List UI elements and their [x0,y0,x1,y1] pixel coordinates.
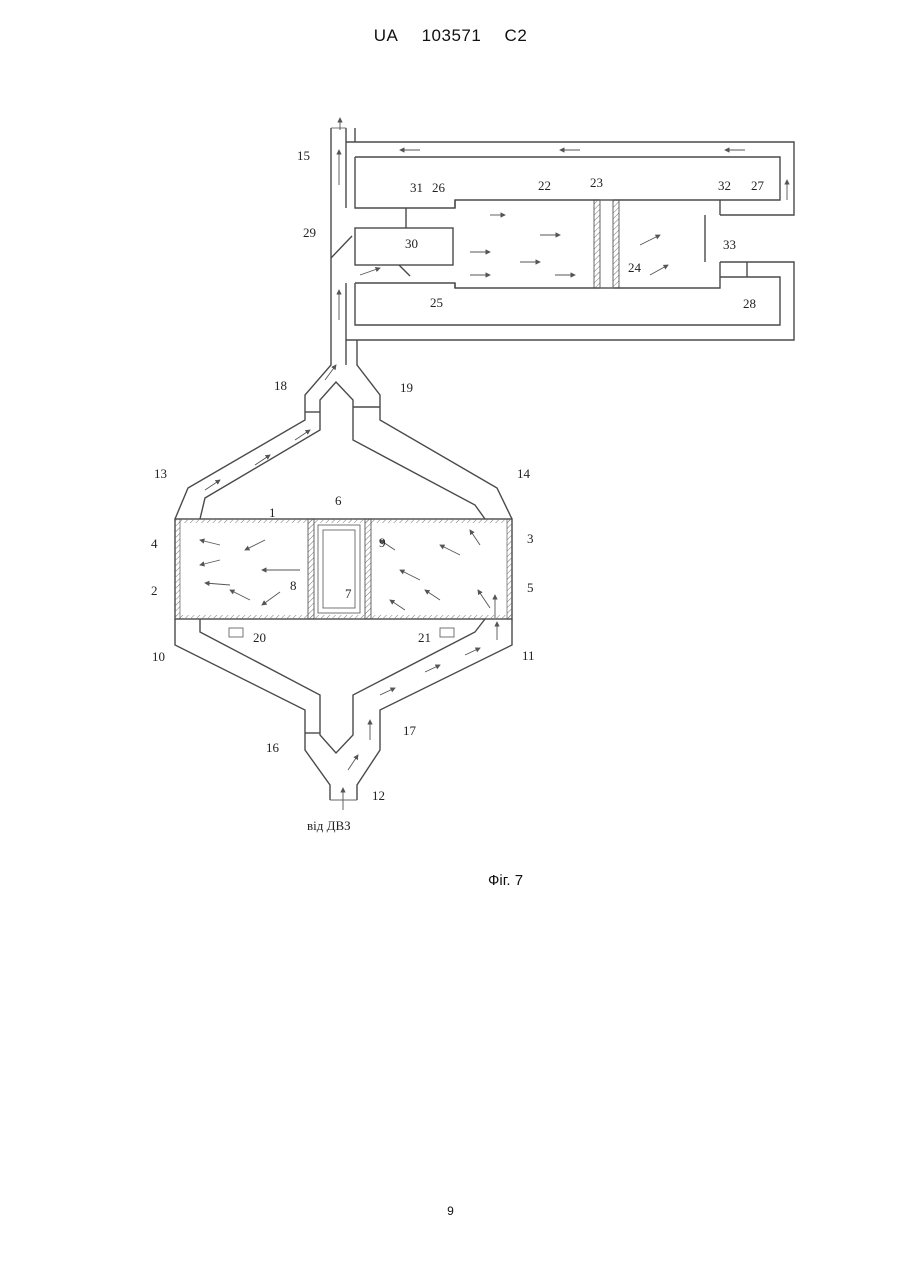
label-5: 5 [527,580,534,595]
flow-arrows-body [200,530,495,618]
upper-pipe-system [331,118,794,340]
label-26: 26 [432,180,446,195]
label-10: 10 [152,649,165,664]
label-33: 33 [723,237,736,252]
label-6: 6 [335,493,342,508]
label-22: 22 [538,178,551,193]
label-9: 9 [379,535,386,550]
label-2: 2 [151,583,158,598]
label-31: 31 [410,180,423,195]
label-15: 15 [297,148,310,163]
label-30: 30 [405,236,418,251]
label-14: 14 [517,466,531,481]
label-27: 27 [751,178,765,193]
label-1: 1 [269,505,276,520]
label-28: 28 [743,296,756,311]
label-23: 23 [590,175,603,190]
label-8: 8 [290,578,297,593]
label-29: 29 [303,225,316,240]
label-3: 3 [527,531,534,546]
label-19: 19 [400,380,413,395]
label-25: 25 [430,295,443,310]
figure-caption: Фіг. 7 [488,872,523,889]
label-12: 12 [372,788,385,803]
label-24: 24 [628,260,642,275]
main-reactor-body [175,519,512,637]
label-20: 20 [253,630,266,645]
label-7: 7 [345,586,352,601]
label-16: 16 [266,740,280,755]
label-17: 17 [403,723,417,738]
label-11: 11 [522,648,535,663]
label-13: 13 [154,466,167,481]
inlet-label: від ДВЗ [307,818,351,833]
upper-y-junction [175,340,512,519]
label-32: 32 [718,178,731,193]
page-number: 9 [0,1204,901,1218]
label-18: 18 [274,378,287,393]
label-4: 4 [151,536,158,551]
label-21: 21 [418,630,431,645]
lower-y-junction [175,619,512,810]
